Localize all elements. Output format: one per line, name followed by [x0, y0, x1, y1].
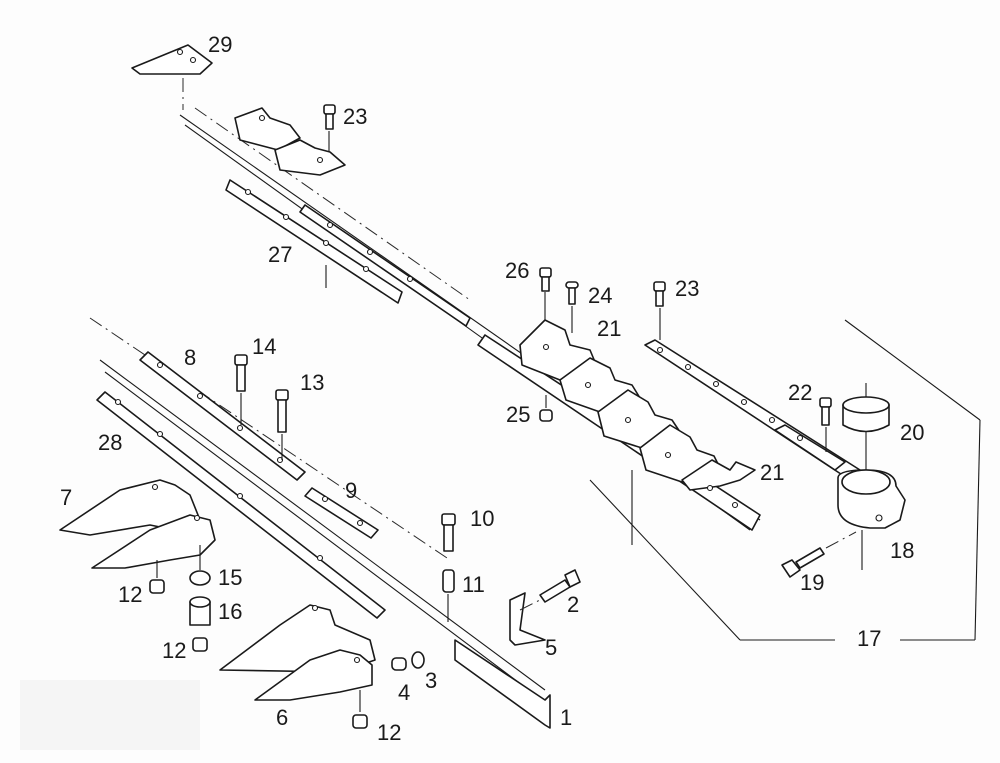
part-5-bracket [509, 592, 546, 646]
label-19: 19 [800, 570, 824, 595]
label-10: 10 [470, 506, 494, 531]
part-12-nut-b [192, 637, 208, 652]
label-8: 8 [184, 345, 196, 370]
part-23-bolt-middle [653, 281, 666, 340]
label-14: 14 [252, 334, 276, 359]
label-16: 16 [218, 599, 242, 624]
label-29: 29 [208, 32, 232, 57]
part-11-spacer [442, 569, 455, 622]
part-12-nut-a [149, 560, 165, 594]
part-4-nut [391, 657, 407, 671]
scan-smudge [20, 680, 200, 750]
part-18-clamp [837, 469, 906, 570]
label-21b: 21 [760, 460, 784, 485]
label-1: 1 [560, 705, 572, 730]
part-2-bolt [519, 569, 581, 611]
part-17-bracket [589, 319, 981, 641]
part-24-rivet [565, 281, 579, 333]
label-12c: 12 [377, 720, 401, 745]
label-12b: 12 [162, 638, 186, 663]
label-4: 4 [398, 680, 410, 705]
label-3: 3 [425, 668, 437, 693]
label-24: 24 [588, 283, 612, 308]
part-20-bushing [842, 383, 890, 480]
part-3-washer [411, 651, 425, 669]
part-7-guards [59, 479, 216, 569]
label-7: 7 [60, 485, 72, 510]
label-23b: 23 [675, 276, 699, 301]
label-18: 18 [890, 538, 914, 563]
part-13-bolt [275, 389, 289, 460]
label-20: 20 [900, 420, 924, 445]
label-23a: 23 [343, 104, 367, 129]
label-9: 9 [345, 478, 357, 503]
part-8-flat-bar [139, 351, 306, 481]
upper-slotted-bar [299, 204, 471, 327]
part-21-knife-sections [519, 319, 756, 509]
label-5: 5 [545, 635, 557, 660]
part-16-cushion [189, 596, 211, 626]
part-6-guards [219, 604, 376, 701]
label-15: 15 [218, 565, 242, 590]
label-6: 6 [276, 705, 288, 730]
part-9-plate [304, 487, 379, 539]
part-23-bolt-top [323, 104, 336, 152]
label-27: 27 [268, 242, 292, 267]
label-28: 28 [98, 430, 122, 455]
part-27-bar [225, 179, 403, 304]
part-26-bolt [539, 267, 552, 320]
part-12-nut-c [352, 690, 368, 729]
label-2: 2 [567, 592, 579, 617]
part-29-plate [131, 44, 213, 110]
part-28-flat-bar [96, 391, 386, 619]
part-labels: 1 2 3 4 5 6 7 8 9 10 11 12 12 12 13 14 1… [60, 32, 924, 745]
label-25: 25 [506, 402, 530, 427]
part-22-bolt [819, 397, 832, 452]
label-21a: 21 [597, 316, 621, 341]
label-12a: 12 [118, 582, 142, 607]
part-10-bolt [441, 513, 456, 552]
label-22: 22 [788, 380, 812, 405]
label-11: 11 [462, 572, 485, 597]
label-13: 13 [300, 370, 324, 395]
part-25-nut [539, 395, 553, 422]
label-26: 26 [505, 258, 529, 283]
label-17: 17 [857, 626, 881, 651]
part-14-bolt [234, 354, 248, 425]
upper-knife-sections [234, 107, 346, 176]
part-15-washer [189, 545, 211, 586]
part-19-bolt [781, 531, 857, 578]
